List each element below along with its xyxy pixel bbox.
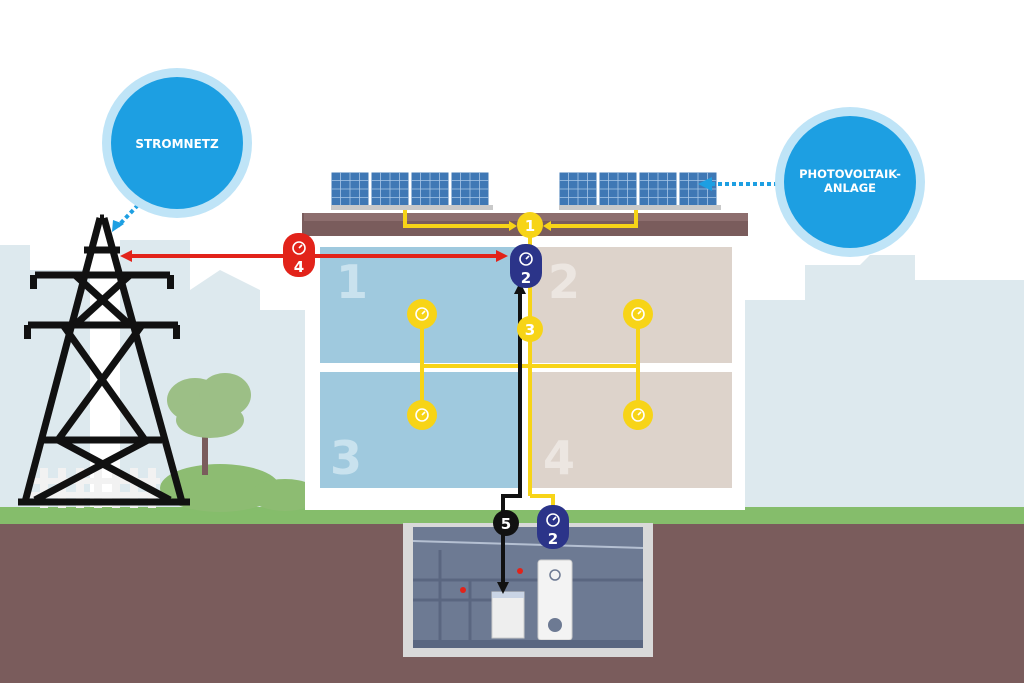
yellow-arrow-left xyxy=(509,221,517,231)
grid-bubble-connector xyxy=(116,203,140,228)
black-arrow-down xyxy=(497,582,509,594)
apartment-1-number: 1 xyxy=(336,255,368,309)
grid-bubble: STROMNETZ xyxy=(102,68,252,218)
svg-text:3: 3 xyxy=(525,321,535,339)
house-meter-badge: 2 xyxy=(510,244,542,288)
svg-text:2: 2 xyxy=(521,269,531,287)
marker-roof-junction: 1 xyxy=(517,212,543,238)
apartment-4-number: 4 xyxy=(543,431,575,485)
apartment-3-number: 3 xyxy=(330,431,362,485)
apartment-meter-3 xyxy=(407,400,437,430)
marker-riser: 3 xyxy=(517,316,543,342)
black-power-line xyxy=(501,292,522,588)
pylon-insulators xyxy=(24,275,180,339)
grid-bubble-label: STROMNETZ xyxy=(135,137,219,151)
apartment-2-number: 2 xyxy=(548,255,580,309)
tree xyxy=(167,373,251,475)
red-arrow-right xyxy=(496,250,508,262)
solar-panel-right xyxy=(558,171,721,210)
apartment-meter-4 xyxy=(623,400,653,430)
cellar xyxy=(403,523,653,657)
svg-text:2: 2 xyxy=(548,530,558,548)
apartment-meter-2 xyxy=(623,299,653,329)
marker-black-line: 5 xyxy=(493,510,519,536)
grid-bubble-arrow xyxy=(112,220,124,232)
pv-bubble-arrow xyxy=(698,177,712,191)
pv-bubble: PHOTOVOLTAIK- ANLAGE xyxy=(775,107,925,257)
yellow-arrow-right xyxy=(543,221,551,231)
pv-bubble-label-line2: ANLAGE xyxy=(824,181,876,195)
svg-text:1: 1 xyxy=(525,217,535,235)
svg-text:4: 4 xyxy=(294,258,304,276)
power-pylon xyxy=(18,214,190,506)
apartment-meter-1 xyxy=(407,299,437,329)
red-arrow-left xyxy=(120,250,132,262)
black-arrow-up xyxy=(514,282,526,294)
solar-panel-left xyxy=(330,171,493,210)
pv-bubble-label-line1: PHOTOVOLTAIK- xyxy=(799,167,901,181)
grid-meter-badge: 4 xyxy=(283,233,315,277)
svg-text:5: 5 xyxy=(501,515,511,533)
cellar-meter-badge: 2 xyxy=(537,505,569,549)
meter-cabinet xyxy=(491,591,525,639)
apartment-4-area xyxy=(532,372,732,488)
